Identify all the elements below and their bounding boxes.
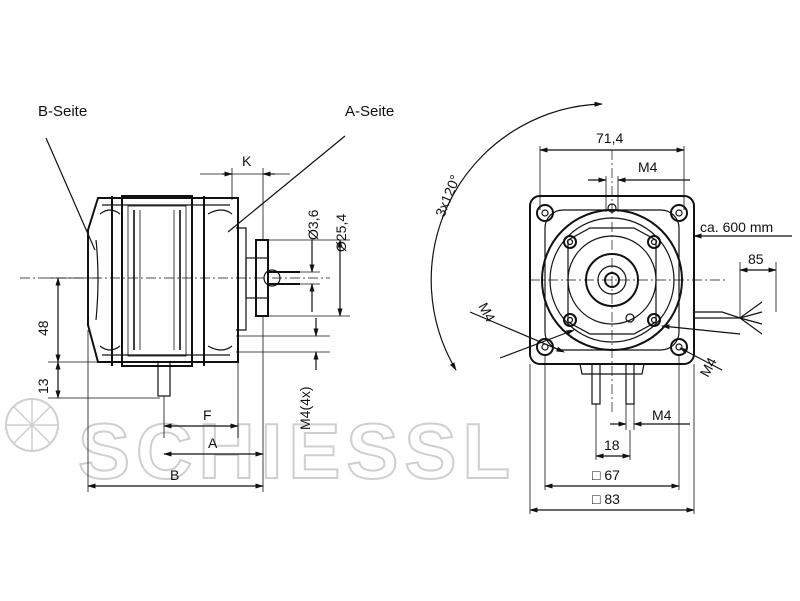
dim-83: □ 83 xyxy=(529,364,695,514)
dim-85-label: 85 xyxy=(748,251,764,267)
leader-a-side xyxy=(227,135,346,233)
dim-85: 85 xyxy=(739,251,777,318)
dim-48: 48 xyxy=(35,277,98,363)
dim-cable-label: ca. 600 mm xyxy=(700,219,773,235)
watermark-text: SCHIESSL xyxy=(78,407,516,495)
label-a-side: A-Seite xyxy=(345,103,394,120)
dim-shaft-dia-label: Ø3,6 xyxy=(305,209,321,240)
dim-k-label: K xyxy=(242,153,252,169)
motor-body-side xyxy=(87,195,300,397)
side-view: B-Seite A-Seite K Ø3,6 Ø25,4 xyxy=(20,103,394,492)
dim-m4-4x-label: M4(4x) xyxy=(297,386,313,430)
front-view: 71,4 M4 3x120° ca. 600 mm 85 xyxy=(430,101,792,514)
company-logo-icon xyxy=(5,398,59,452)
dim-67: □ 67 xyxy=(544,356,680,490)
dim-83-label: □ 83 xyxy=(592,491,620,507)
dim-18: 18 xyxy=(595,404,631,460)
dim-13: 13 xyxy=(35,361,160,399)
dim-hub-dia-label: Ø25,4 xyxy=(333,214,349,252)
dim-f-a-b: F A B xyxy=(87,316,264,492)
label-b-side: B-Seite xyxy=(38,103,87,120)
dim-m4-top-label: M4 xyxy=(638,159,658,175)
leader-b-side xyxy=(45,137,96,251)
dim-m4-bottom-label: M4 xyxy=(652,407,672,423)
dim-67-label: □ 67 xyxy=(592,467,620,483)
dim-cable-length: ca. 600 mm xyxy=(693,219,792,239)
dim-m4-left: M4 xyxy=(469,300,575,359)
watermark: SCHIESSL xyxy=(5,398,516,496)
dim-m4-bottom: M4 xyxy=(610,404,690,430)
dim-hub-diameter: Ø25,4 xyxy=(268,214,350,317)
dim-71-4-label: 71,4 xyxy=(596,130,623,146)
dim-b-label: B xyxy=(170,467,179,483)
dim-k: K xyxy=(200,153,290,240)
dim-m4-4x: M4(4x) xyxy=(236,318,330,430)
dim-a-label: A xyxy=(208,435,218,451)
dim-shaft-diameter: Ø3,6 xyxy=(300,209,321,312)
cable xyxy=(694,301,763,335)
dim-3x120-label: 3x120° xyxy=(432,173,463,220)
dim-m4-top: M4 xyxy=(588,159,690,212)
dim-48-label: 48 xyxy=(35,320,51,336)
dim-f-label: F xyxy=(203,407,212,423)
dim-m4-left-label: M4 xyxy=(475,300,498,325)
dim-13-label: 13 xyxy=(35,378,51,394)
dim-18-label: 18 xyxy=(604,437,620,453)
